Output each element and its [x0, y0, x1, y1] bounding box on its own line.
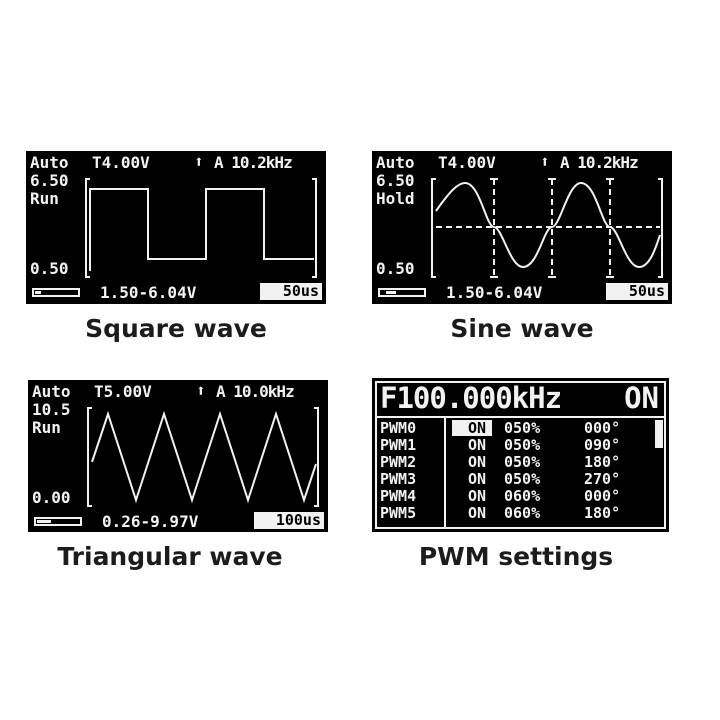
- pwm-frequency[interactable]: F100.000kHz: [380, 381, 562, 415]
- sine-wave-screen: Auto T4.00V ⬆ A 10.2kHz 6.50 Hold 0.50 1…: [372, 151, 672, 304]
- pwm-channel-state[interactable]: ON: [468, 436, 487, 454]
- v-min-label: 0.50: [376, 259, 415, 278]
- pwm-phase[interactable]: 000°: [584, 419, 621, 437]
- v-max-label: 6.50: [30, 171, 69, 190]
- hold-state: Hold: [376, 189, 415, 208]
- name-column-divider: [444, 416, 446, 529]
- triangle-wave-screen: Auto T5.00V ⬆ A 10.0kHz 10.5 Run 0.00 0.…: [28, 380, 328, 532]
- pwm-phase[interactable]: 180°: [584, 504, 621, 522]
- timebase-value[interactable]: 50us: [260, 283, 322, 300]
- pwm-channel-state[interactable]: ON: [468, 504, 487, 522]
- buffer-position-bar[interactable]: [32, 288, 80, 297]
- pwm-duty-cycle[interactable]: 050%: [504, 436, 541, 454]
- pwm-phase[interactable]: 180°: [584, 453, 621, 471]
- square-waveform: [85, 178, 317, 278]
- caption-sine-wave: Sine wave: [450, 314, 594, 343]
- pwm-duty-cycle[interactable]: 060%: [504, 504, 541, 522]
- caption-triangular-wave: Triangular wave: [57, 542, 283, 571]
- pwm-channel-state[interactable]: ON: [468, 453, 487, 471]
- pwm-row-0[interactable]: PWM0 ON 050% 000°: [372, 420, 669, 436]
- pwm-channel-name: PWM4: [380, 487, 417, 505]
- pwm-channel-state[interactable]: ON: [468, 419, 487, 437]
- pwm-channel-name: PWM3: [380, 470, 417, 488]
- trigger-level: T4.00V: [438, 153, 496, 172]
- caption-pwm-settings: PWM settings: [418, 542, 614, 571]
- pwm-channel-name: PWM5: [380, 504, 417, 522]
- arrow-up-icon: ⬆: [540, 152, 550, 171]
- pwm-channel-state[interactable]: ON: [468, 470, 487, 488]
- pwm-row-4[interactable]: PWM4 ON 060% 000°: [372, 488, 669, 504]
- pwm-duty-cycle[interactable]: 050%: [504, 470, 541, 488]
- pwm-channel-name: PWM0: [380, 419, 417, 437]
- pwm-channel-name: PWM1: [380, 436, 417, 454]
- pwm-channel-name: PWM2: [380, 453, 417, 471]
- v-max-label: 6.50: [376, 171, 415, 190]
- arrow-up-icon: ⬆: [196, 381, 206, 400]
- buffer-position-bar[interactable]: [378, 288, 426, 297]
- trigger-level: T5.00V: [94, 382, 152, 401]
- pwm-row-1[interactable]: PWM1 ON 050% 090°: [372, 437, 669, 453]
- pwm-inner-frame: [375, 381, 666, 529]
- run-state: Run: [30, 189, 59, 208]
- coupling-frequency: A 10.0kHz: [216, 382, 295, 401]
- pwm-channel-state[interactable]: ON: [468, 487, 487, 505]
- caption-square-wave: Square wave: [85, 314, 267, 343]
- voltage-range: 1.50-6.04V: [100, 283, 197, 302]
- v-min-label: 0.50: [30, 259, 69, 278]
- coupling-frequency: A 10.2kHz: [560, 153, 639, 172]
- trigger-level: T4.00V: [92, 153, 150, 172]
- sine-waveform: [431, 178, 663, 278]
- trigger-mode: Auto: [376, 153, 415, 172]
- pwm-duty-cycle[interactable]: 050%: [504, 419, 541, 437]
- triangle-waveform: [87, 407, 319, 507]
- arrow-up-icon: ⬆: [194, 152, 204, 171]
- trigger-mode: Auto: [32, 382, 71, 401]
- voltage-range: 0.26-9.97V: [102, 512, 199, 531]
- buffer-position-bar[interactable]: [34, 517, 82, 526]
- row-highlight: [452, 420, 492, 436]
- pwm-master-status[interactable]: ON: [624, 381, 659, 415]
- pwm-phase[interactable]: 000°: [584, 487, 621, 505]
- coupling-frequency: A 10.2kHz: [214, 153, 293, 172]
- v-min-label: 0.00: [32, 488, 71, 507]
- header-divider: [375, 416, 666, 418]
- pwm-duty-cycle[interactable]: 060%: [504, 487, 541, 505]
- square-wave-screen: Auto T4.00V ⬆ A 10.2kHz 6.50 Run 0.50 1.…: [26, 151, 326, 304]
- voltage-range: 1.50-6.04V: [446, 283, 543, 302]
- scrollbar[interactable]: [655, 420, 663, 448]
- pwm-phase[interactable]: 090°: [584, 436, 621, 454]
- v-max-label: 10.5: [32, 400, 71, 419]
- pwm-row-5[interactable]: PWM5 ON 060% 180°: [372, 505, 669, 521]
- pwm-phase[interactable]: 270°: [584, 470, 621, 488]
- pwm-row-3[interactable]: PWM3 ON 050% 270°: [372, 471, 669, 487]
- run-state: Run: [32, 418, 61, 437]
- timebase-value[interactable]: 100us: [254, 512, 324, 529]
- pwm-duty-cycle[interactable]: 050%: [504, 453, 541, 471]
- timebase-value[interactable]: 50us: [606, 283, 668, 300]
- trigger-mode: Auto: [30, 153, 69, 172]
- pwm-row-2[interactable]: PWM2 ON 050% 180°: [372, 454, 669, 470]
- pwm-settings-screen: F100.000kHz ON PWM0 ON 050% 000° PWM1 ON…: [372, 378, 669, 532]
